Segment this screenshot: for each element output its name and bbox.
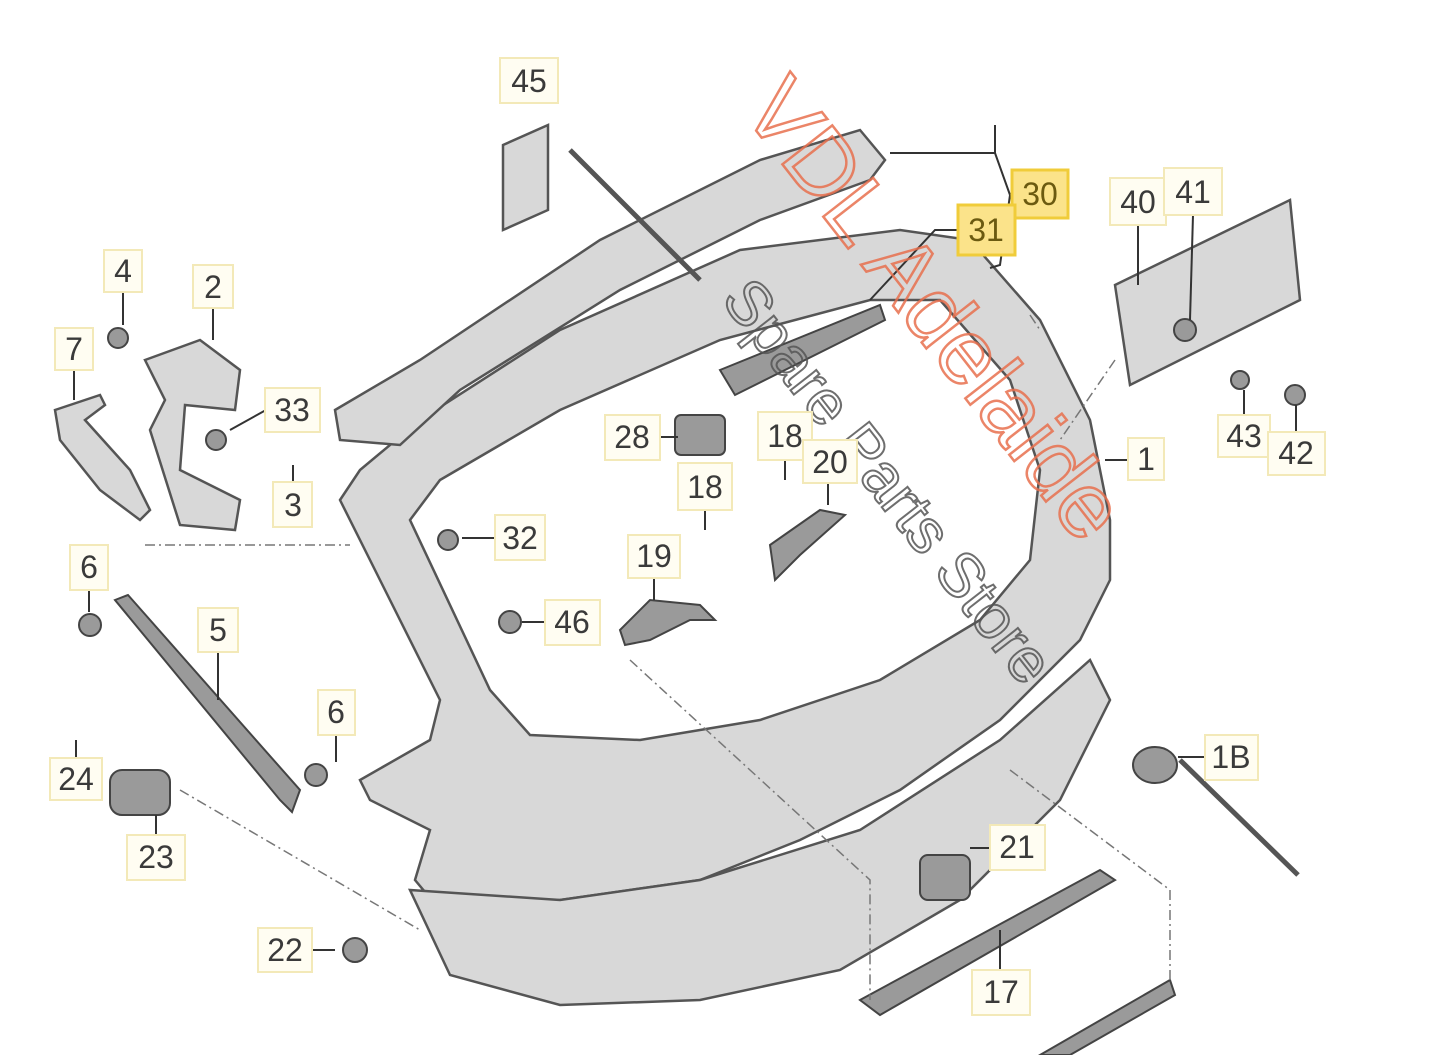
label-32[interactable]: 32	[494, 514, 546, 561]
svg-text:23: 23	[138, 839, 174, 875]
label-7[interactable]: 7	[54, 327, 94, 371]
label-19[interactable]: 19	[627, 534, 681, 579]
label-23[interactable]: 23	[126, 834, 186, 881]
label-40[interactable]: 40	[1109, 177, 1167, 226]
label-30[interactable]: 30	[1010, 168, 1070, 220]
label-41[interactable]: 41	[1163, 167, 1223, 216]
svg-text:19: 19	[636, 538, 672, 574]
third-brake-light-31	[718, 303, 887, 397]
label-3[interactable]: 3	[272, 481, 313, 528]
svg-text:6: 6	[327, 694, 345, 730]
svg-text:7: 7	[65, 331, 83, 367]
svg-text:4: 4	[114, 253, 132, 289]
label-5[interactable]: 5	[197, 607, 239, 653]
label-43[interactable]: 43	[1217, 414, 1271, 458]
svg-text:43: 43	[1226, 418, 1262, 454]
svg-text:21: 21	[999, 829, 1035, 865]
svg-text:46: 46	[554, 604, 590, 640]
watermark-stroke	[1178, 758, 1300, 877]
ball-stud-6b	[304, 763, 328, 787]
svg-text:40: 40	[1120, 184, 1156, 220]
svg-text:30: 30	[1022, 176, 1058, 212]
svg-text:33: 33	[274, 392, 310, 428]
licence-plate-40	[1113, 198, 1302, 387]
rear-spoiler	[333, 128, 887, 447]
svg-text:20: 20	[812, 444, 848, 480]
leader-lines	[73, 125, 1297, 1000]
label-31[interactable]: 31	[956, 203, 1017, 257]
svg-text:42: 42	[1278, 435, 1314, 471]
svg-text:22: 22	[267, 932, 303, 968]
svg-text:3: 3	[284, 487, 302, 523]
label-21[interactable]: 21	[989, 824, 1046, 871]
label-45[interactable]: 45	[499, 57, 559, 104]
clip-46	[498, 610, 522, 634]
svg-text:45: 45	[511, 63, 547, 99]
svg-text:18: 18	[767, 418, 803, 454]
bracket-20	[768, 508, 848, 583]
svg-text:5: 5	[209, 612, 227, 648]
bracket-28	[674, 414, 726, 456]
svg-text:1: 1	[1137, 441, 1155, 477]
svg-text:28: 28	[614, 419, 650, 455]
bolt-42	[1284, 384, 1306, 406]
ball-stud-6a	[78, 613, 102, 637]
label-28[interactable]: 28	[604, 414, 661, 461]
label-1[interactable]: 1	[1127, 437, 1165, 481]
trim-plate-45	[501, 123, 550, 232]
handle-light-17	[858, 868, 1117, 1017]
svg-text:32: 32	[502, 520, 538, 556]
hinge-2	[143, 338, 242, 532]
label-18[interactable]: 18	[677, 462, 733, 511]
part-labels: 45 30 31 40 41 4 2 7 33 3 28 18 18 20 1 …	[49, 57, 1326, 1016]
svg-text:18: 18	[687, 469, 723, 505]
label-6[interactable]: 6	[69, 544, 109, 591]
label-2[interactable]: 2	[192, 264, 234, 309]
svg-text:17: 17	[983, 974, 1019, 1010]
svg-text:2: 2	[204, 269, 222, 305]
nut-33	[205, 429, 227, 451]
switch-21	[919, 854, 971, 901]
trim-strip	[1037, 978, 1177, 1055]
svg-text:41: 41	[1175, 174, 1211, 210]
tailgate-lower	[407, 657, 1112, 1007]
label-17[interactable]: 17	[971, 969, 1031, 1016]
svg-text:31: 31	[968, 212, 1004, 248]
label-6[interactable]: 6	[317, 689, 356, 736]
svg-text:24: 24	[58, 761, 94, 797]
label-20[interactable]: 20	[802, 439, 858, 484]
label-4[interactable]: 4	[103, 249, 143, 293]
svg-text:1B: 1B	[1211, 739, 1250, 775]
bolt-41	[1173, 318, 1197, 342]
nut-4	[107, 327, 129, 349]
lock-23	[109, 769, 171, 816]
washer-43	[1230, 370, 1250, 390]
buffer-22	[342, 937, 368, 963]
label-24[interactable]: 24	[49, 757, 103, 801]
svg-text:6: 6	[80, 549, 98, 585]
label-42[interactable]: 42	[1267, 431, 1326, 476]
grommet-1B	[1132, 746, 1178, 784]
label-1B[interactable]: 1B	[1204, 734, 1259, 781]
hinge-cover-7	[53, 393, 152, 522]
watermark-stroke	[568, 148, 702, 282]
gas-strut-5	[113, 593, 302, 814]
label-22[interactable]: 22	[257, 927, 313, 973]
label-33[interactable]: 33	[264, 387, 321, 433]
bracket-19	[618, 598, 718, 647]
nut-32	[437, 529, 459, 551]
label-46[interactable]: 46	[544, 599, 601, 646]
